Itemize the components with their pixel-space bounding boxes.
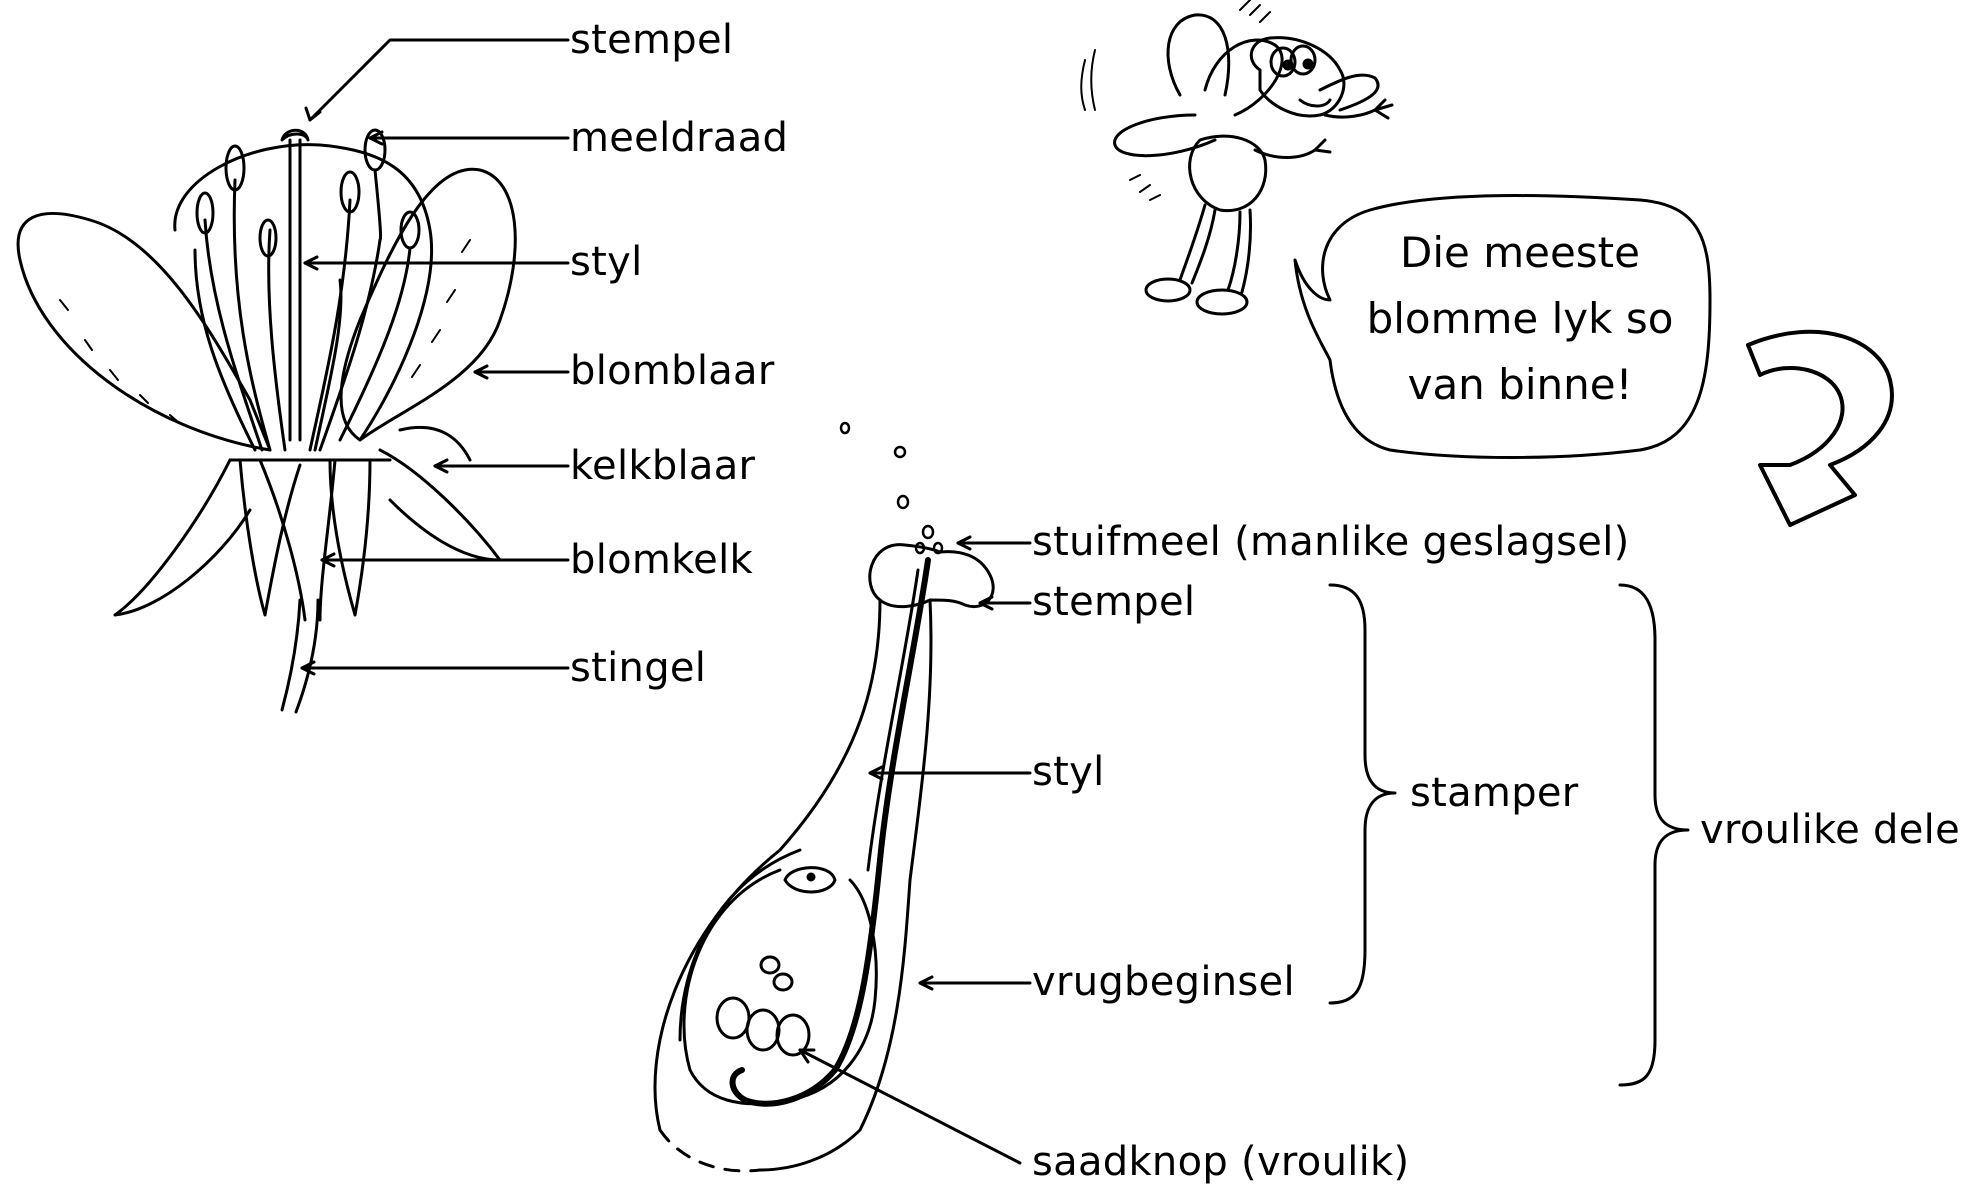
label-blomblaar: blomblaar — [570, 348, 775, 394]
flower-stamens — [193, 128, 421, 452]
fly-character — [1080, 0, 1394, 316]
flower-stigma — [280, 128, 310, 142]
egg-cell-top — [783, 866, 837, 894]
label-stamper: stamper — [1410, 770, 1579, 816]
speech-bubble-text: Die meeste blomme lyk so van binne! — [1330, 220, 1710, 418]
flower-left-petal — [16, 212, 272, 452]
pistil-drawing — [653, 421, 995, 1173]
label-stempel-pistil: stempel — [1032, 579, 1196, 625]
flower-back-petal — [173, 143, 434, 442]
ovary-chamber — [682, 868, 878, 1106]
fly-wing-lower — [1113, 113, 1217, 158]
polar-nucleus-1 — [759, 955, 781, 975]
petal-dashes — [59, 239, 471, 423]
pollen-tube — [729, 557, 931, 1107]
stamper-brace — [1328, 583, 1397, 1005]
egg-cell-nucleus — [806, 872, 816, 882]
fly-eye-right — [1289, 44, 1317, 76]
label-vroulike-dele: vroulike dele — [1700, 807, 1960, 853]
label-styl-pistil: styl — [1032, 749, 1105, 795]
braces — [1328, 583, 1690, 1087]
fly-snout — [1318, 73, 1380, 112]
vroulike-dele-brace — [1618, 583, 1690, 1087]
label-vrugbeginsel: vrugbeginsel — [1032, 959, 1295, 1005]
speech-line-2: blomme lyk so — [1366, 294, 1674, 343]
speech-bubble — [1293, 194, 1712, 459]
egg-cell — [775, 1013, 811, 1057]
pistil-stigma — [868, 543, 995, 609]
fly-eye-left — [1269, 46, 1297, 78]
flower-right-petal — [339, 167, 517, 442]
speech-line-3: van binne! — [1407, 360, 1633, 409]
polar-nucleus-2 — [772, 972, 794, 992]
ovary-wall-inner — [678, 848, 802, 1042]
label-stingel: stingel — [570, 645, 707, 691]
fly-foot-left — [1144, 277, 1192, 303]
pollen-grains — [839, 421, 944, 555]
flower-drawing — [16, 128, 517, 714]
fly-body — [1188, 134, 1268, 213]
label-styl-flower: styl — [570, 239, 643, 285]
speech-line-1: Die meeste — [1400, 228, 1640, 277]
label-stempel-flower: stempel — [570, 17, 734, 63]
synergid-1 — [715, 996, 751, 1040]
pistil-outline — [653, 598, 933, 1172]
label-meeldraad: meeldraad — [570, 115, 789, 161]
flower-sepals — [113, 425, 502, 617]
synergid-2 — [745, 1008, 781, 1052]
flower-receptacle — [228, 458, 392, 622]
style-canal — [866, 568, 920, 872]
flower-style — [288, 138, 302, 442]
curved-arrow — [1746, 329, 1894, 527]
fly-head — [1249, 36, 1346, 118]
flower-stem — [280, 598, 320, 714]
label-saadknop: saadknop (vroulik) — [1032, 1139, 1410, 1185]
fly-foot-right — [1195, 288, 1249, 316]
pistil-leader-lines — [798, 535, 1032, 1165]
flower-leader-lines — [300, 38, 570, 676]
fly-wing-back — [1166, 13, 1231, 97]
fly-wing-top — [1203, 38, 1284, 117]
label-kelkblaar: kelkblaar — [570, 443, 756, 489]
label-stuifmeel: stuifmeel (manlike geslagsel) — [1032, 519, 1630, 565]
label-blomkelk: blomkelk — [570, 537, 753, 583]
pistil-base-dashes — [658, 1128, 762, 1173]
